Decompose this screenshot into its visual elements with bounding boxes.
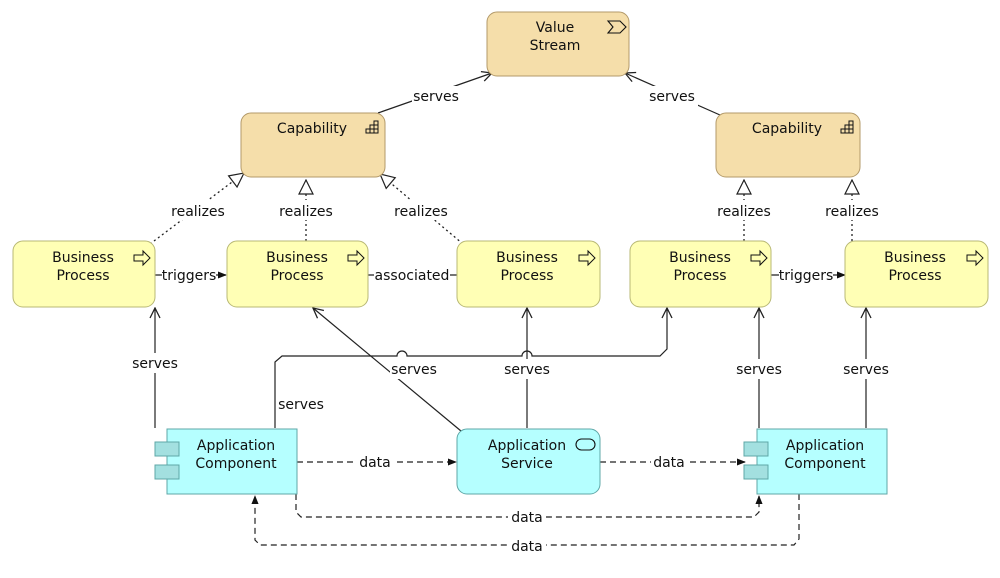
triggers-edge-bp1-bp2[interactable]: triggers — [155, 265, 227, 285]
process-arrow-icon — [966, 249, 984, 267]
node-label-line2: Process — [888, 268, 941, 284]
process-arrow-icon — [347, 249, 365, 267]
edge-label: triggers — [779, 268, 834, 284]
node-label-line1: Application — [786, 438, 864, 454]
edge-label: serves — [413, 89, 459, 105]
application-service-node[interactable]: Application Service — [456, 428, 601, 495]
edge-label: serves — [278, 397, 324, 413]
serves-edge-cap2-vs[interactable]: serves — [625, 73, 721, 116]
serves-edge-as1-bp2[interactable]: serves — [313, 308, 462, 432]
edge-label: realizes — [171, 204, 225, 220]
realizes-edge-bp5-cap2[interactable]: realizes — [823, 180, 881, 241]
node-label: Capability — [277, 121, 347, 137]
realizes-edge-bp2-cap1[interactable]: realizes — [277, 180, 335, 241]
realizes-edge-bp3-cap1[interactable]: realizes — [380, 174, 464, 245]
component-icon — [154, 441, 180, 480]
node-label-line1: Application — [488, 438, 566, 454]
service-icon — [575, 438, 596, 451]
node-label-line2: Process — [673, 268, 726, 284]
edge-label: data — [359, 455, 391, 471]
component-icon — [743, 441, 769, 480]
realizes-edge-bp1-cap1[interactable]: realizes — [149, 173, 244, 245]
node-label-line1: Value — [536, 20, 574, 36]
edge-label: serves — [843, 362, 889, 378]
process-arrow-icon — [133, 249, 151, 267]
node-label-line2: Process — [500, 268, 553, 284]
node-label-line2: Process — [56, 268, 109, 284]
data-flow-ac1-ac2[interactable]: data — [295, 494, 763, 527]
capability-node-left[interactable]: Capability — [240, 112, 386, 178]
node-label-line2: Process — [270, 268, 323, 284]
node-label: Capability — [752, 121, 822, 137]
application-component-node-2[interactable]: Application Component — [743, 428, 888, 495]
node-label-line1: Business — [884, 250, 946, 266]
node-label-line1: Business — [52, 250, 114, 266]
edge-label: realizes — [279, 204, 333, 220]
node-label-line1: Business — [266, 250, 328, 266]
edge-label: serves — [736, 362, 782, 378]
edge-label: serves — [504, 362, 550, 378]
edge-label: triggers — [162, 268, 217, 284]
value-stream-node[interactable]: Value Stream — [486, 11, 630, 77]
business-process-node-3[interactable]: Business Process — [456, 240, 601, 308]
node-label-line1: Application — [197, 438, 275, 454]
capability-node-right[interactable]: Capability — [715, 112, 861, 178]
business-process-node-2[interactable]: Business Process — [226, 240, 369, 308]
associated-edge-bp2-bp3[interactable]: associated — [368, 265, 457, 285]
capability-icon — [365, 120, 379, 134]
edge-label: realizes — [394, 204, 448, 220]
serves-edge-ac1-bp1[interactable]: serves — [130, 308, 180, 428]
serves-edge-ac2-bp4[interactable]: serves — [734, 308, 784, 428]
serves-edge-cap1-vs[interactable]: serves — [377, 73, 492, 114]
business-process-node-5[interactable]: Business Process — [844, 240, 989, 308]
edge-label: serves — [649, 89, 695, 105]
serves-edge-as1-bp3[interactable]: serves — [502, 308, 552, 428]
edge-label: data — [653, 455, 685, 471]
triggers-edge-bp4-bp5[interactable]: triggers — [771, 265, 846, 285]
edge-label: serves — [132, 356, 178, 372]
process-arrow-icon — [750, 249, 768, 267]
edge-label: associated — [375, 268, 450, 284]
value-stream-icon — [606, 20, 627, 34]
business-process-node-4[interactable]: Business Process — [629, 240, 772, 308]
node-label-line2: Component — [784, 456, 866, 472]
edge-label: realizes — [825, 204, 879, 220]
serves-edge-ac1-bp4[interactable]: serves — [274, 308, 667, 428]
edge-label: realizes — [717, 204, 771, 220]
serves-edge-ac2-bp5[interactable]: serves — [841, 308, 891, 428]
application-component-node-1[interactable]: Application Component — [154, 428, 298, 495]
node-label-line1: Business — [669, 250, 731, 266]
realizes-edge-bp4-cap2[interactable]: realizes — [715, 180, 773, 241]
node-label-line2: Stream — [530, 38, 581, 54]
node-label-line1: Business — [496, 250, 558, 266]
business-process-node-1[interactable]: Business Process — [12, 240, 156, 308]
node-label-line2: Component — [195, 456, 277, 472]
data-flow-ac1-as1[interactable]: data — [297, 452, 457, 472]
edge-label: serves — [391, 362, 437, 378]
node-label-line2: Service — [501, 456, 553, 472]
data-flow-as1-ac2[interactable]: data — [600, 452, 746, 472]
edge-label: data — [511, 539, 543, 555]
process-arrow-icon — [578, 249, 596, 267]
capability-icon — [840, 120, 854, 134]
data-flow-ac2-ac1[interactable]: data — [251, 494, 800, 555]
edge-label: data — [511, 510, 543, 526]
